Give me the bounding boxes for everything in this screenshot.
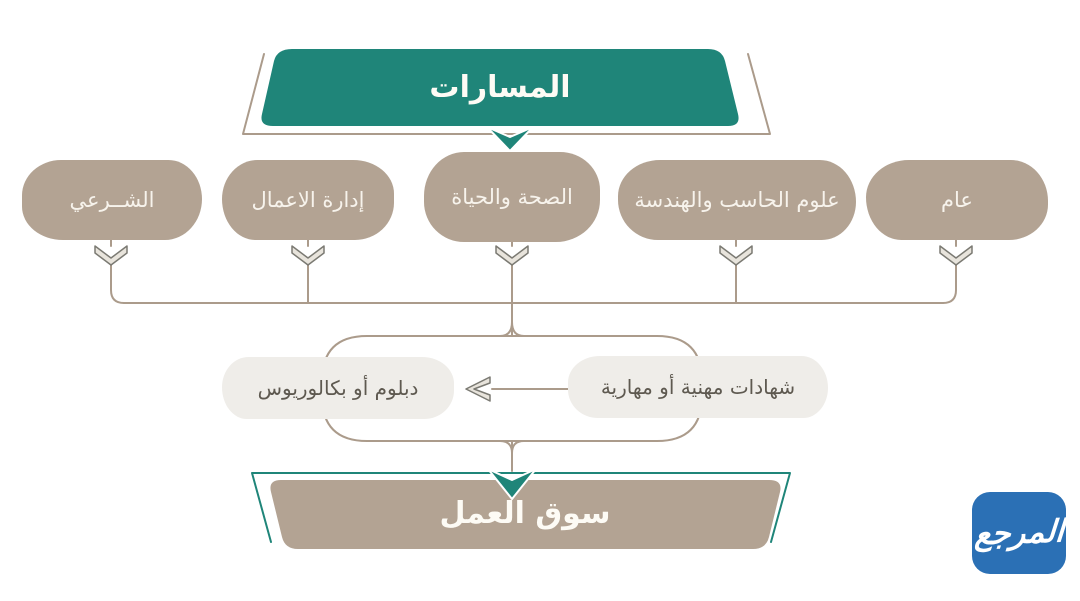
track-label-general: عام xyxy=(941,187,973,212)
bottom-banner-flare xyxy=(251,472,791,543)
track-box-sharia: الشــرعي xyxy=(22,160,202,240)
chevron-down-icon-track-2 xyxy=(291,245,325,266)
chevron-down-icon-track-5 xyxy=(939,245,973,266)
track-box-cs-engineering: علوم الحاسب والهندسة xyxy=(618,160,856,240)
track-label-business: إدارة الاعمال xyxy=(251,187,365,212)
track-box-general: عام xyxy=(866,160,1048,240)
top-banner-shape xyxy=(261,49,739,126)
outcome-box-diploma-bachelor: دبلوم أو بكالوريوس xyxy=(222,357,454,419)
top-banner-flare xyxy=(242,53,771,135)
arrow-down-icon-top xyxy=(486,126,534,152)
almarje-logo-text: المرجع xyxy=(973,513,1065,553)
chevron-down-icon-track-1 xyxy=(94,245,128,266)
outcome-label-certificates: شهادات مهنية أو مهارية xyxy=(600,374,796,399)
arrow-down-icon-bottom xyxy=(487,468,537,500)
outcome-box-certificates: شهادات مهنية أو مهارية xyxy=(568,356,828,418)
chevron-down-icon-track-4 xyxy=(719,245,753,266)
track-box-health: الصحة والحياة xyxy=(424,152,600,242)
track-label-sharia: الشــرعي xyxy=(69,187,155,212)
bottom-banner-shape xyxy=(270,480,781,549)
chevron-left-icon-outcome xyxy=(465,376,491,402)
connector-track-general xyxy=(942,239,957,304)
track-box-business: إدارة الاعمال xyxy=(222,160,394,240)
connector-branch-fillets xyxy=(499,321,525,454)
track-label-cs-engineering: علوم الحاسب والهندسة xyxy=(634,187,840,212)
track-label-health: الصحة والحياة xyxy=(451,184,573,209)
top-banner-title: المسارات xyxy=(429,70,571,105)
almarje-logo: المرجع xyxy=(972,492,1066,574)
chevron-down-icon-track-3 xyxy=(495,245,529,266)
connector-track-sharia xyxy=(110,239,125,304)
bottom-banner-title: سوق العمل xyxy=(439,496,611,531)
outcome-label-diploma-bachelor: دبلوم أو بكالوريوس xyxy=(257,375,419,400)
